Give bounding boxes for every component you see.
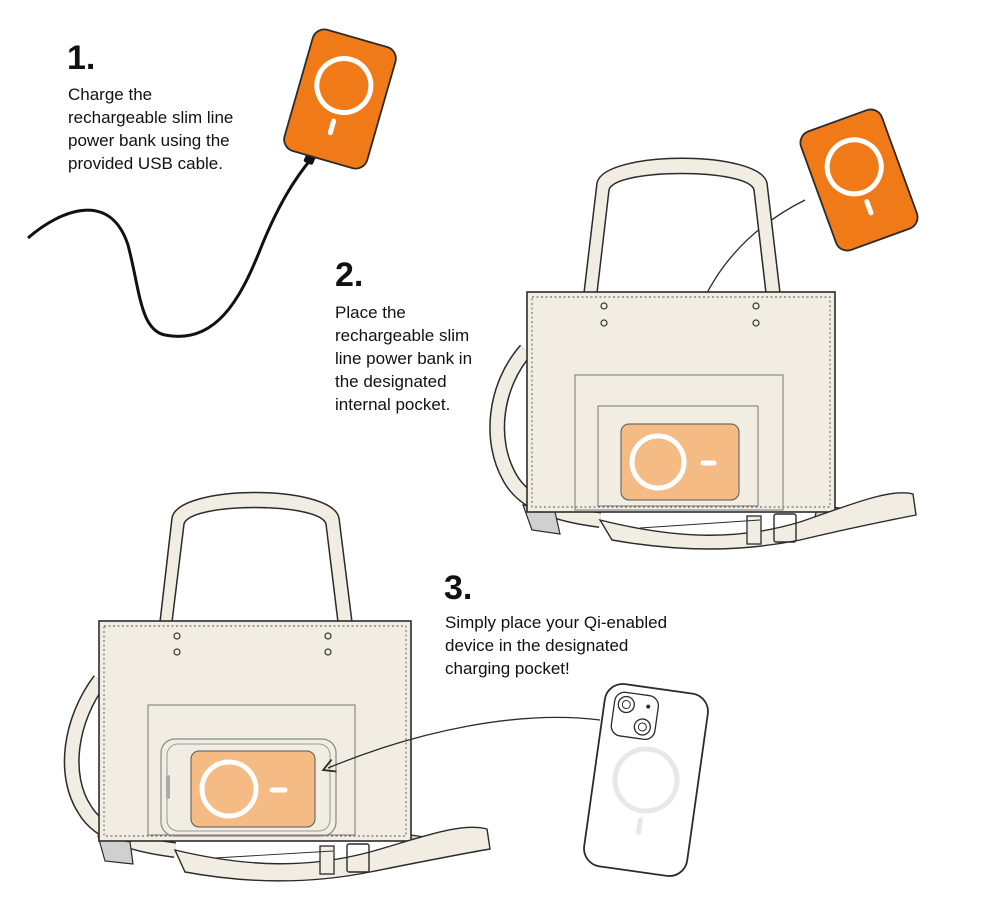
power-bank-icon bbox=[799, 108, 919, 252]
power-bank-in-pocket-icon bbox=[190, 750, 316, 828]
tote-bag-icon bbox=[63, 491, 491, 882]
step-2-number: 2. bbox=[335, 256, 364, 294]
step-2-instruction: Place the rechargeable slim line power b… bbox=[335, 303, 473, 414]
usb-cable-icon bbox=[27, 157, 314, 338]
power-bank-in-pocket-icon bbox=[620, 423, 740, 501]
step-1-instruction: Charge the rechargeable slim line power … bbox=[68, 85, 234, 173]
arrow-icon bbox=[321, 716, 601, 773]
phone-icon bbox=[583, 683, 709, 877]
step-1-number: 1. bbox=[67, 39, 96, 77]
step-3-instruction: Simply place your Qi-enabled device in t… bbox=[445, 613, 668, 678]
power-bank-icon bbox=[283, 28, 397, 170]
step-3-number: 3. bbox=[444, 569, 473, 607]
tote-bag-icon bbox=[489, 157, 917, 550]
phone-in-pocket-outline bbox=[160, 738, 337, 837]
